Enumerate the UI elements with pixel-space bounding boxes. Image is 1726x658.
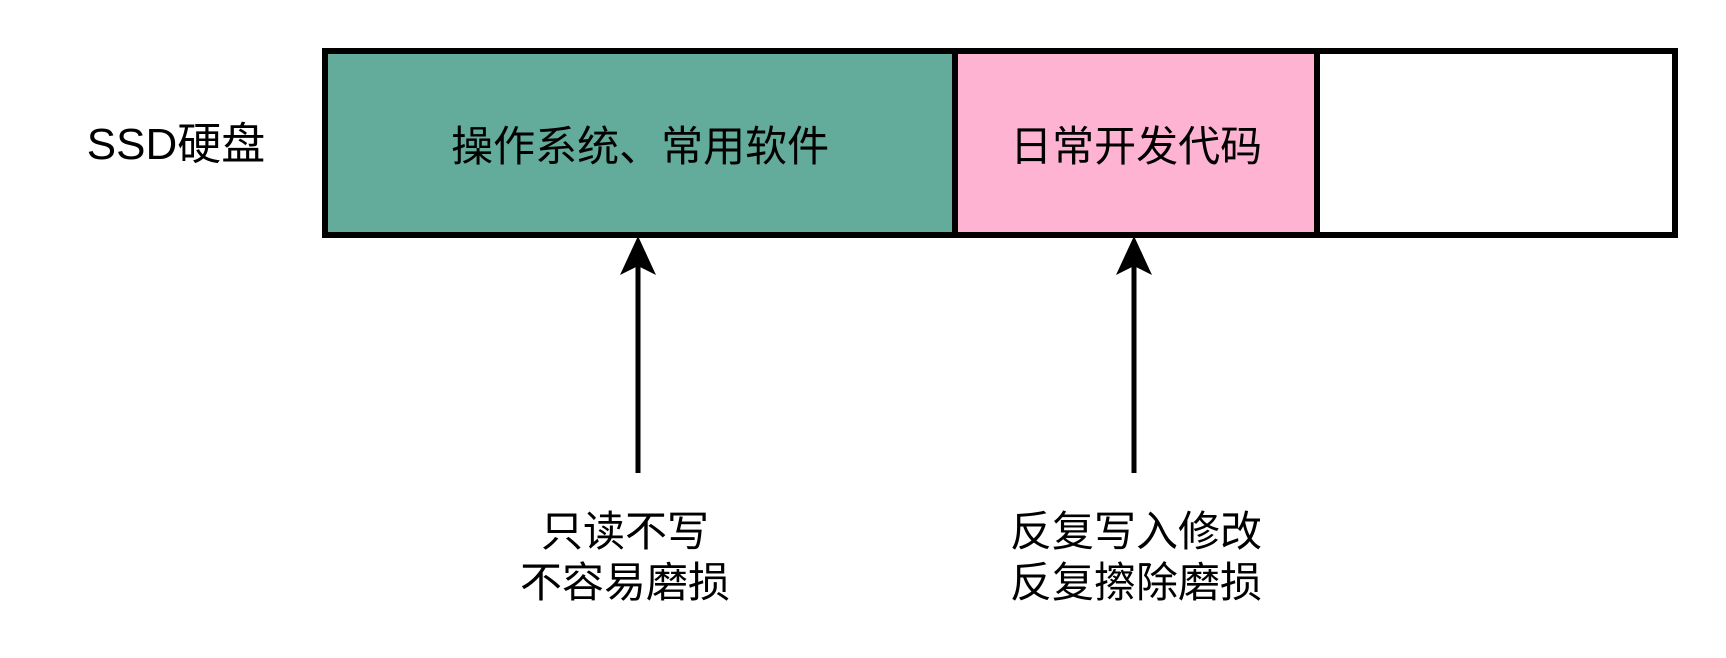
annotation-dev-code: 反复写入修改 反复擦除磨损 (916, 506, 1356, 608)
annotation-dev-code-line2: 反复擦除磨损 (1009, 559, 1262, 606)
annotation-os-software-line2: 不容易磨损 (519, 559, 730, 606)
segment-free-space (1319, 54, 1672, 232)
segment-dev-code-label: 日常开发代码 (1010, 122, 1263, 170)
disk-label: SSD硬盘 (86, 120, 266, 169)
annotation-dev-code-line1: 反复写入修改 (1009, 508, 1262, 555)
segment-os-software-label: 操作系统、常用软件 (451, 122, 830, 170)
ssd-bar: 操作系统、常用软件 日常开发代码 (322, 48, 1678, 238)
annotation-os-software-line1: 只读不写 (540, 508, 709, 555)
arrow-up-icon (620, 236, 656, 473)
segment-os-software: 操作系统、常用软件 (328, 54, 959, 232)
segment-dev-code: 日常开发代码 (958, 54, 1320, 232)
annotation-os-software: 只读不写 不容易磨损 (405, 506, 845, 608)
arrow-up-icon (1116, 236, 1152, 473)
